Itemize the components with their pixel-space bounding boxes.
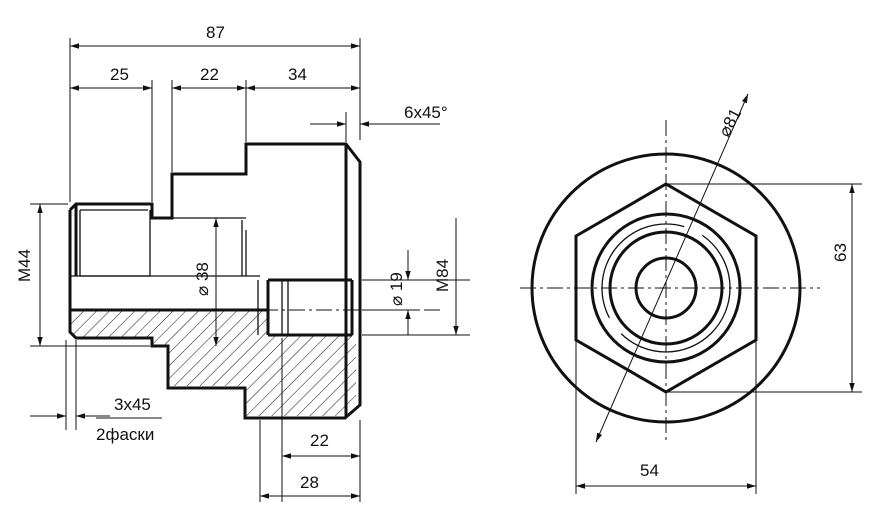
dimension-lines [30,43,459,499]
dim-middle-section-length: 22 [200,65,219,84]
dim-thread-diameter: M44 [15,249,34,282]
outer-diameter-leader [595,93,749,443]
dim-bore-diameter: ⌀ 19 [387,272,406,306]
dim-chamfer-note: 2фаски [96,425,154,444]
dim-chamfer-right: 6x45° [404,103,448,122]
dim-hex-width: 54 [640,461,659,480]
dim-thread-section-length: 25 [110,65,129,84]
dim-middle-diameter: ⌀ 38 [193,262,212,296]
dim-bore-depth-outer: 28 [300,473,319,492]
dim-chamfer-left: 3x45 [114,395,151,414]
thread-lines [70,209,289,335]
dim-overall-length: 87 [206,23,225,42]
dim-bore-depth-inner: 22 [310,431,329,450]
hex-dimension-lines [575,183,862,494]
dim-flange-section-length: 34 [288,65,307,84]
dim-flange-thread: M84 [433,259,452,292]
section-hatching [70,310,356,416]
dim-hex-height: 63 [831,243,850,262]
side-view: ⌀81 63 54 [520,93,862,494]
front-view: 87 25 22 34 6x45° M44 ⌀ 38 ⌀ 19 M84 3x45… [15,23,470,502]
